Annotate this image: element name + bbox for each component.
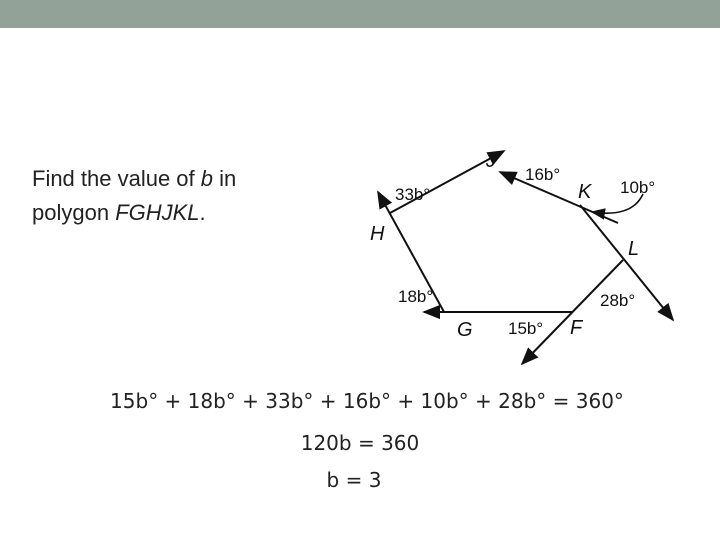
question-prompt: Find the value of b in polygon FGHJKL. (32, 162, 332, 230)
prompt-line-2: polygon FGHJKL. (32, 196, 332, 230)
angle-label-F: 15b° (508, 319, 543, 338)
prompt-variable: b (200, 166, 214, 191)
angle-label-H: 33b° (395, 185, 430, 204)
vertex-L: L (628, 238, 639, 260)
polygon-name: FGHJKL (115, 200, 200, 225)
prompt-line-1: Find the value of b in (32, 162, 332, 196)
vertex-G: G (457, 319, 473, 341)
polygon-diagram: J K L F G H 33b° 16b° 10b° 28b° 15b° 18b… (370, 150, 675, 366)
side-HJ-ray (389, 150, 506, 214)
angle-label-G: 18b° (398, 287, 433, 306)
equation-solution: b = 3 (326, 468, 382, 492)
equation-combined: 120b = 360 (300, 431, 420, 455)
equation-sum: 15b° + 18b° + 33b° + 16b° + 10b° + 28b° … (110, 389, 624, 413)
prompt-text-2: polygon (32, 200, 116, 225)
prompt-text-1: Find the value of (32, 166, 201, 191)
prompt-text-2-end: . (199, 200, 206, 225)
angle-K-pointer (590, 193, 644, 220)
angle-label-J: 16b° (525, 165, 560, 184)
side-LF-ray (520, 259, 624, 366)
vertex-J: J (485, 150, 497, 172)
angle-label-K: 10b° (620, 178, 655, 197)
vertex-K: K (578, 181, 593, 203)
angle-label-L: 28b° (600, 291, 635, 310)
side-GH-ray (377, 190, 445, 313)
prompt-text-1-end: in (213, 166, 237, 191)
vertex-F: F (570, 317, 584, 339)
vertex-H: H (370, 223, 385, 245)
top-bar (0, 0, 720, 28)
side-KL-ray (579, 204, 675, 322)
